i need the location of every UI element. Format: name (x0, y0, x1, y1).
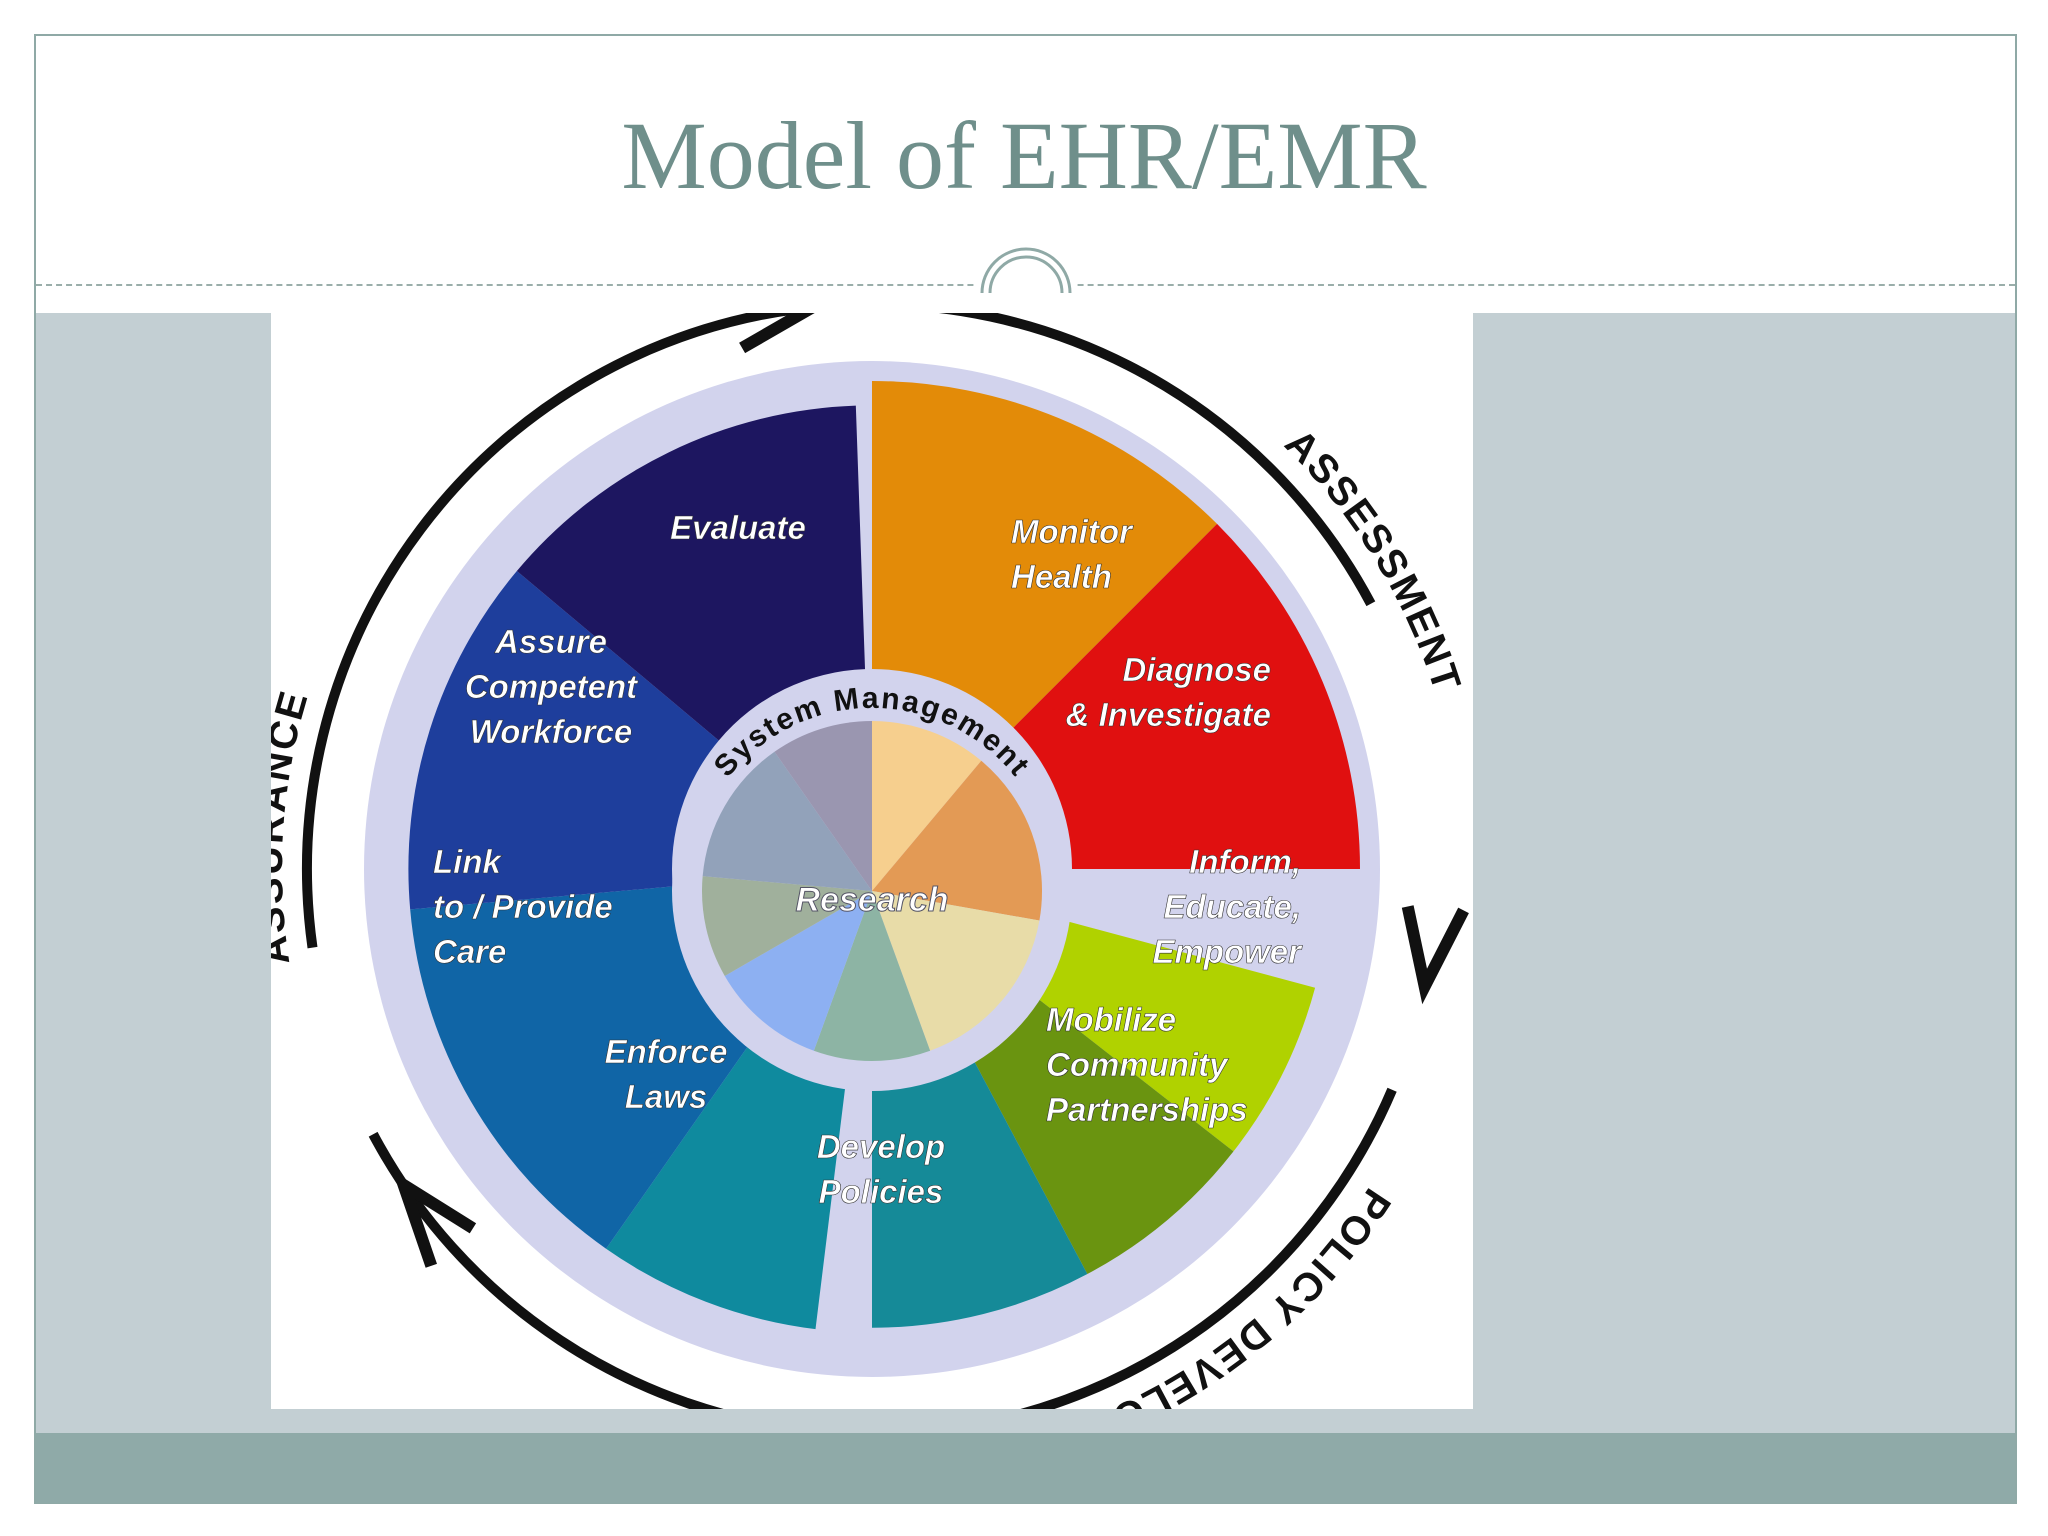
segment-label-line: Develop (817, 1128, 945, 1165)
segment-label-line: Workforce (470, 713, 633, 750)
hub-slice (702, 751, 872, 891)
hub-slice (872, 721, 982, 891)
hub-slice (774, 721, 872, 891)
policy-return-arc (368, 1131, 724, 1409)
segment-label-line: Mobilize (1046, 1001, 1176, 1038)
segment-label-line: Care (433, 933, 506, 970)
segment-label-line: to / Provide (433, 888, 613, 925)
segment-diagnose-investigate (1013, 523, 1360, 869)
hub-slice (813, 891, 931, 1061)
segment-label-line: Community (1046, 1046, 1229, 1083)
hub-slice (702, 876, 872, 976)
hub-center-text: Research (795, 881, 948, 919)
segment-label-line: Empower (1152, 933, 1303, 970)
assurance-arc (302, 313, 795, 949)
segment-monitor-health (872, 381, 1218, 728)
hub-slice (872, 891, 1040, 1051)
footer-band (36, 1433, 2015, 1503)
segment-enforce-laws (606, 1032, 848, 1330)
segment-label-inform-educate-empower: Inform, Educate, Empower (1152, 843, 1303, 970)
segment-label-line: & Investigate (1066, 696, 1271, 733)
segment-label-evaluate: Evaluate (670, 509, 806, 546)
segment-label-line: Policies (819, 1173, 944, 1210)
segment-mobilize-partnerships (965, 992, 1234, 1275)
arrow-head-bottom-icon (392, 1170, 477, 1268)
segment-label-diagnose-investigate: Diagnose & Investigate (1066, 651, 1271, 733)
segment-label-line: Evaluate (670, 509, 806, 546)
segment-label-line: Monitor (1011, 513, 1134, 550)
segment-evaluate (516, 405, 866, 741)
title-ornament-icon (976, 233, 1076, 333)
segment-label-line: Diagnose (1122, 651, 1271, 688)
segment-label-line: Educate, (1163, 888, 1301, 925)
segment-label-line: Inform, (1189, 843, 1301, 880)
arrow-head-top-icon (739, 313, 815, 354)
segment-label-line: Assure (494, 623, 607, 660)
segment-label-line: Health (1011, 558, 1112, 595)
segment-inform-educate-empower (1029, 920, 1316, 1152)
segment-label-line: Link (433, 843, 502, 880)
segment-label-line: Competent (465, 668, 639, 705)
slide-title: Model of EHR/EMR (621, 102, 1427, 209)
arrow-head-right-icon (1401, 905, 1469, 1005)
segment-label-line: Enforce (605, 1033, 728, 1070)
assessment-arc (793, 313, 1376, 607)
segment-assure-workforce (408, 571, 719, 910)
hub-slice (724, 891, 872, 1051)
segment-label-line: Laws (625, 1078, 708, 1115)
hub-slice (872, 760, 1042, 921)
segment-develop-policies (872, 1045, 1088, 1328)
segment-link-provide-care (410, 886, 758, 1249)
policy-arc (1020, 1087, 1397, 1409)
segment-label-line: Partnerships (1046, 1091, 1248, 1128)
